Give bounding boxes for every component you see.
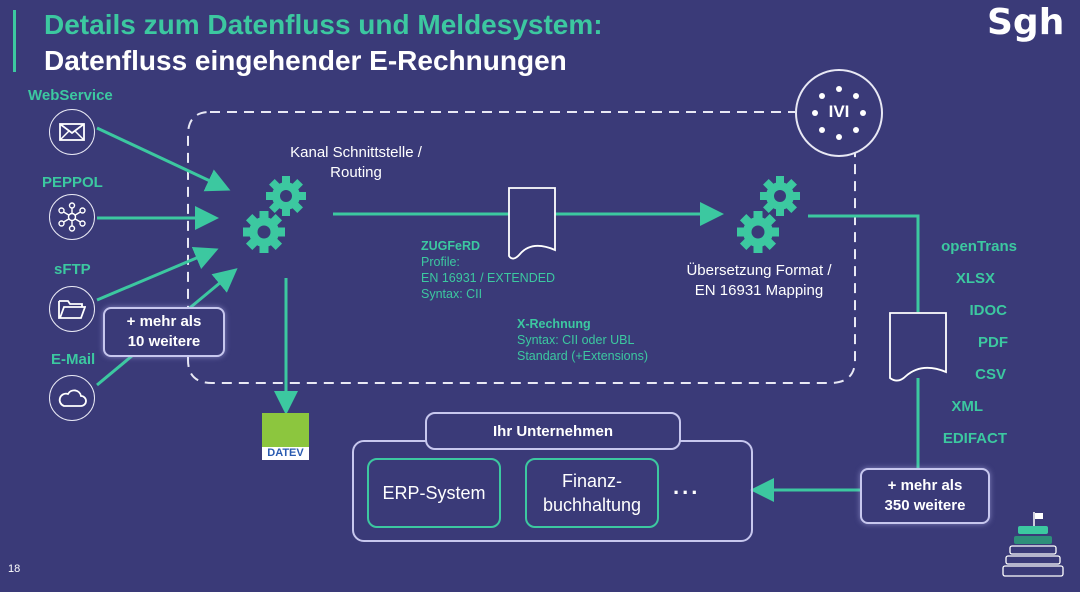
xrechnung-info: X-Rechnung Syntax: CII oder UBL Standard… (517, 316, 648, 364)
company-title: Ihr Unternehmen (425, 412, 681, 450)
zugferd-line1: Profile: (421, 255, 460, 269)
document-shape-output (889, 312, 947, 382)
zugferd-line3: Syntax: CII (421, 287, 483, 301)
sources-more-line1: + mehr als (126, 313, 202, 330)
translation-gears-icon (737, 176, 800, 253)
page-number: 18 (8, 563, 21, 575)
source-label-peppol: PEPPOL (42, 174, 103, 191)
source-email[interactable] (49, 375, 95, 421)
sources-more-line2: 10 weitere (127, 333, 201, 350)
datev-logo: DATEV (262, 413, 309, 460)
title-accent-bar (13, 10, 16, 72)
finanzbuchhaltung-box[interactable]: Finanz- buchhaltung (525, 458, 659, 528)
staircase-flag-icon (1002, 512, 1064, 577)
source-webservice[interactable] (49, 109, 95, 155)
routing-label-line2: Routing (330, 164, 382, 181)
xrechnung-line2: Standard (+Extensions) (517, 349, 648, 363)
page-title-line2: Datenfluss eingehender E-Rechnungen (44, 45, 567, 76)
source-label-sftp: sFTP (54, 261, 91, 278)
svg-text:Sgh: Sgh (987, 2, 1064, 43)
page-title-line1: Details zum Datenfluss und Meldesystem: (44, 9, 603, 40)
zugferd-line2: EN 16931 / EXTENDED (421, 271, 556, 285)
ivi-logo-text: IVI (828, 102, 850, 121)
datev-logo-text: DATEV (262, 447, 309, 460)
format-edifact: EDIFACT (942, 430, 1007, 447)
routing-label-line1: Kanal Schnittstelle / (290, 144, 422, 161)
source-label-webservice: WebService (28, 87, 113, 104)
source-peppol[interactable] (49, 194, 95, 240)
formats-more-line1: + mehr als (887, 477, 963, 494)
folder-icon (58, 300, 86, 319)
translation-label-line2: EN 16931 Mapping (694, 282, 824, 299)
document-shape-zugferd (508, 187, 556, 260)
sources-more-badge: + mehr als 10 weitere (103, 307, 225, 357)
format-idoc: IDOC (969, 302, 1008, 319)
envelope-icon (59, 123, 85, 141)
source-label-email: E-Mail (51, 351, 96, 368)
formats-more-line2: 350 weitere (884, 497, 966, 514)
network-hub-icon (58, 202, 86, 232)
erp-system-box[interactable]: ERP-System (367, 458, 501, 528)
finanzbuchhaltung-line2: buchhaltung (542, 495, 642, 515)
routing-label: Kanal Schnittstelle / Routing (266, 143, 446, 183)
sgh-logo: Sgh (985, 0, 1065, 49)
cloud-icon (58, 389, 87, 407)
processing-frame (187, 111, 881, 384)
finanzbuchhaltung-line1: Finanz- (561, 471, 623, 491)
format-pdf: PDF (978, 334, 1008, 351)
xrechnung-line1: Syntax: CII oder UBL (517, 333, 635, 347)
zugferd-title: ZUGFeRD (421, 239, 481, 253)
ivi-dots-ring (812, 86, 866, 140)
erp-system-label: ERP-System (382, 483, 486, 503)
format-xml: XML (951, 398, 983, 415)
zugferd-info: ZUGFeRD Profile: EN 16931 / EXTENDED Syn… (421, 238, 555, 302)
more-systems-ellipsis: ... (673, 474, 701, 499)
source-sftp[interactable] (49, 286, 95, 332)
xrechnung-title: X-Rechnung (517, 317, 591, 331)
format-opentrans: openTrans (941, 238, 1017, 255)
formats-more-badge: + mehr als 350 weitere (860, 468, 990, 524)
format-csv: CSV (975, 366, 1006, 383)
routing-gears-icon (243, 176, 306, 253)
translation-label: Übersetzung Format / EN 16931 Mapping (670, 261, 848, 301)
ivi-logo: IVI (795, 69, 883, 157)
translation-label-line1: Übersetzung Format / (686, 262, 832, 279)
format-xlsx: XLSX (955, 270, 995, 287)
